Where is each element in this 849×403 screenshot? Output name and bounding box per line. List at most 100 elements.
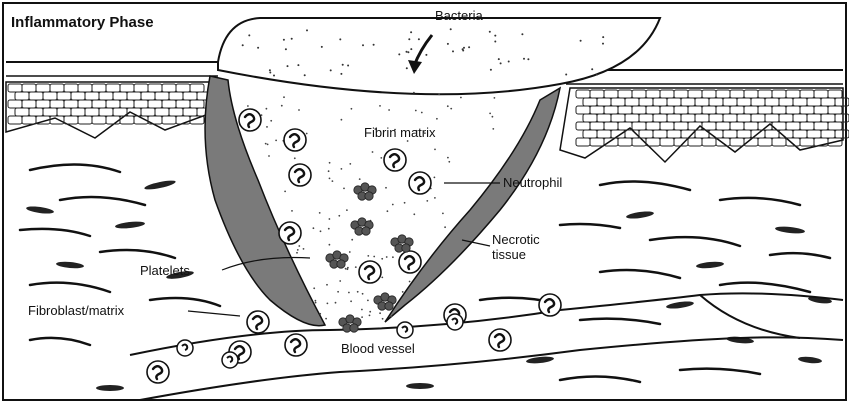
fibrin-dot xyxy=(359,178,361,180)
bacterium xyxy=(410,48,412,50)
fibrin-dot xyxy=(421,112,423,114)
fibrin-dot xyxy=(361,309,363,311)
fibrin-dot xyxy=(402,291,404,293)
fibrin-dot xyxy=(284,191,286,193)
bacterium xyxy=(269,69,271,71)
fibrin-dot xyxy=(343,188,345,190)
fibrin-dot xyxy=(426,200,428,202)
fibrin-dot xyxy=(268,155,270,157)
migrating-neutrophil xyxy=(222,352,238,368)
fibrin-dot xyxy=(303,248,305,250)
fibrin-dot xyxy=(379,105,381,107)
fibrin-dot xyxy=(351,239,353,241)
fibrin-dot xyxy=(349,163,351,165)
fibrin-dot xyxy=(345,268,347,270)
fibrin-dot xyxy=(298,245,300,247)
neutrophil-cell xyxy=(285,334,307,356)
fibrin-dot xyxy=(296,252,298,254)
fibrin-dot xyxy=(267,144,269,146)
fibrin-dot xyxy=(326,284,328,286)
fibrin-dot xyxy=(460,97,462,99)
fibrin-dot xyxy=(351,108,353,110)
label-fibroblast-matrix: Fibroblast/matrix xyxy=(28,303,125,318)
bacterium xyxy=(407,51,409,53)
fibrin-dot xyxy=(294,157,296,159)
fibrin-dot xyxy=(409,281,411,283)
bacterium xyxy=(321,46,323,48)
fibrin-dot xyxy=(448,161,450,163)
bacterium xyxy=(450,28,452,30)
fibrin-dot xyxy=(337,291,339,293)
fibrin-dot xyxy=(319,313,321,315)
bacterium xyxy=(342,64,344,66)
fibrin-dot xyxy=(315,300,317,302)
bacterium xyxy=(347,65,349,67)
bacterium xyxy=(500,62,502,64)
fibrin-dot xyxy=(341,119,343,121)
fibrin-dot xyxy=(283,96,285,98)
bacterium xyxy=(602,36,604,38)
fibrin-dot xyxy=(382,318,384,320)
fibrin-dot xyxy=(388,109,390,111)
label-fibrin-matrix: Fibrin matrix xyxy=(364,125,436,140)
bacterium xyxy=(425,54,427,56)
bacterium xyxy=(565,74,567,76)
fibrin-dot xyxy=(379,312,381,314)
fibrin-dot xyxy=(348,292,350,294)
fibrin-dot xyxy=(329,218,331,220)
fibrin-dot xyxy=(392,256,394,258)
bacterium xyxy=(339,38,341,40)
fibrin-dot xyxy=(306,133,308,135)
bacterium xyxy=(462,50,464,52)
migrating-neutrophil xyxy=(177,340,193,356)
neutrophil-cell xyxy=(239,109,261,131)
fibrin-dot xyxy=(341,168,343,170)
neutrophil-cell xyxy=(384,149,406,171)
bacterium xyxy=(406,67,408,69)
bacterium xyxy=(248,34,250,36)
bacterium xyxy=(398,53,400,55)
bacterium xyxy=(494,35,496,37)
fibrin-dot xyxy=(438,94,440,96)
fibrin-dot xyxy=(404,202,406,204)
bacterium xyxy=(297,64,299,66)
label-neutrophil: Neutrophil xyxy=(503,175,562,190)
bacterium xyxy=(373,44,375,46)
fibrin-dot xyxy=(339,280,341,282)
bacterium xyxy=(521,33,523,35)
fibrin-dot xyxy=(434,197,436,199)
bacterium xyxy=(285,48,287,50)
neutrophil-cell xyxy=(359,261,381,283)
label-blood-vessel: Blood vessel xyxy=(341,341,415,356)
fibrin-dot xyxy=(320,230,322,232)
bacterium xyxy=(362,44,364,46)
fibrin-dot xyxy=(391,315,393,317)
fibrin-dot xyxy=(369,311,371,313)
label-necrotic: Necrotic xyxy=(492,232,540,247)
fibrin-dot xyxy=(281,105,283,107)
fibrin-dot xyxy=(270,120,272,122)
fibrin-dot xyxy=(489,113,491,115)
fibrin-dot xyxy=(415,110,417,112)
fibrin-dot xyxy=(291,210,293,212)
fibrin-dot xyxy=(247,105,249,107)
bacterium xyxy=(468,46,470,48)
fibrin-dot xyxy=(380,157,382,159)
fibrin-dot xyxy=(346,209,348,211)
fibrin-dot xyxy=(319,212,321,214)
fibrin-dot xyxy=(361,316,363,318)
fibrin-dot xyxy=(369,315,371,317)
fibrin-dot xyxy=(349,251,351,253)
fibrin-dot xyxy=(328,228,330,230)
bacterium xyxy=(498,58,500,60)
bacterium xyxy=(463,47,465,49)
neutrophil-cell xyxy=(147,361,169,383)
fibrin-dot xyxy=(385,187,387,189)
fibrin-dot xyxy=(325,318,327,320)
fibrin-dot xyxy=(329,162,331,164)
neutrophil-cell xyxy=(247,311,269,333)
fibrin-dot xyxy=(387,210,389,212)
fibrin-dot xyxy=(327,303,329,305)
fibrin-dot xyxy=(350,300,352,302)
